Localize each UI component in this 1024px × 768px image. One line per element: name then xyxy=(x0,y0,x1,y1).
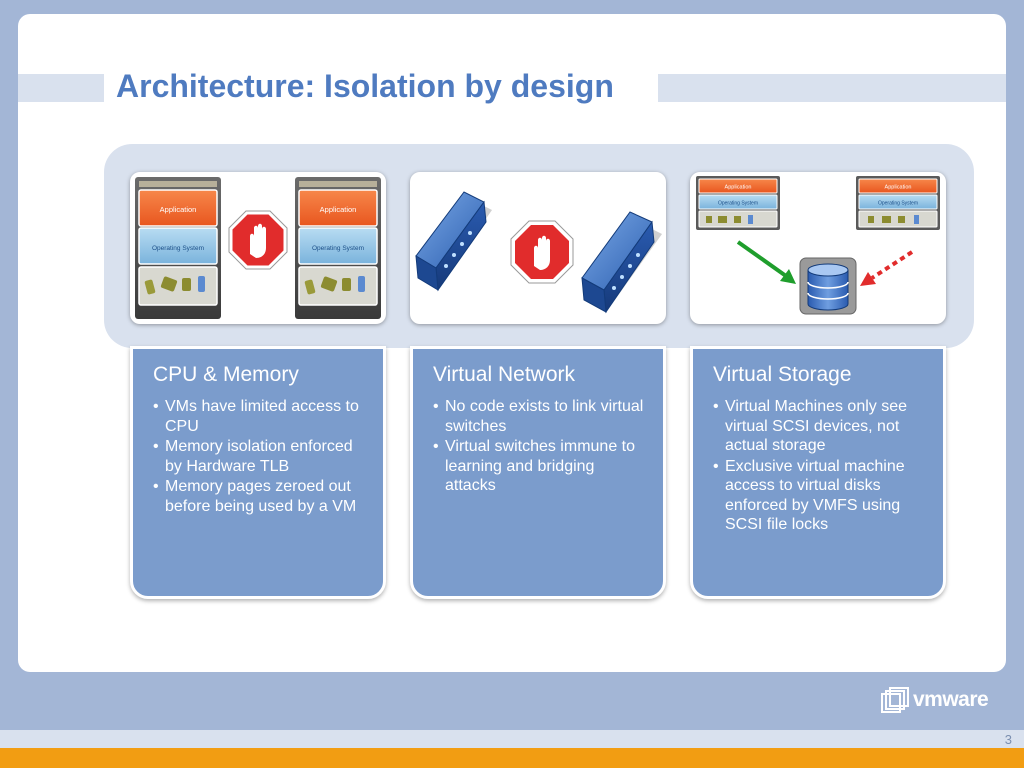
cpu-memory-bullets: VMs have limited access to CPU Memory is… xyxy=(153,397,367,516)
vm-stack-right: Application Operating System xyxy=(295,177,381,319)
virtual-switch-left-icon xyxy=(415,191,492,292)
page-number: 3 xyxy=(1004,732,1012,747)
os-label-right: Operating System xyxy=(312,245,364,252)
vmware-logo-text: vmware xyxy=(913,688,989,711)
os-label-small-right: Operating System xyxy=(878,201,918,207)
virtual-network-diagram xyxy=(410,172,666,324)
virtual-storage-diagram: Application Operating System Application… xyxy=(690,172,946,324)
bullet-item: Virtual Machines only see virtual SCSI d… xyxy=(713,397,927,456)
denied-access-arrow xyxy=(860,250,914,286)
virtual-network-panel: Virtual Network No code exists to link v… xyxy=(410,346,666,599)
title-band-left xyxy=(18,74,104,102)
vm-stack-small-left: Application Operating System xyxy=(696,176,780,230)
app-label-small-right: Application xyxy=(885,185,912,191)
database-icon xyxy=(799,257,857,315)
bullet-item: Memory isolation enforced by Hardware TL… xyxy=(153,437,367,476)
vm-stack-left: Application Operating System xyxy=(135,177,221,319)
allowed-access-arrow xyxy=(736,240,796,284)
bullet-item: Exclusive virtual machine access to virt… xyxy=(713,457,927,535)
virtual-storage-heading: Virtual Storage xyxy=(713,363,852,386)
footer-orange-bar xyxy=(0,748,1024,768)
vmware-logo-icon xyxy=(881,687,909,713)
bullet-item: VMs have limited access to CPU xyxy=(153,397,367,436)
bullet-item: Virtual switches immune to learning and … xyxy=(433,437,647,496)
virtual-switch-right-icon xyxy=(581,211,662,314)
cpu-memory-diagram: Application Operating System Application… xyxy=(130,172,386,324)
bullet-item: No code exists to link virtual switches xyxy=(433,397,647,436)
app-label-small-left: Application xyxy=(725,185,752,191)
app-label-left: Application xyxy=(160,205,197,214)
cpu-memory-panel: CPU & Memory VMs have limited access to … xyxy=(130,346,386,599)
slide-title: Architecture: Isolation by design xyxy=(116,68,614,104)
bullet-item: Memory pages zeroed out before being use… xyxy=(153,477,367,516)
os-label-left: Operating System xyxy=(152,245,204,252)
virtual-storage-panel: Virtual Storage Virtual Machines only se… xyxy=(690,346,946,599)
os-label-small-left: Operating System xyxy=(718,201,758,207)
cpu-memory-heading: CPU & Memory xyxy=(153,363,299,386)
app-label-right: Application xyxy=(320,205,357,214)
footer-stripe xyxy=(0,730,1024,748)
vmware-logo: vmware xyxy=(880,686,1000,716)
vm-stack-small-right: Application Operating System xyxy=(856,176,940,230)
stop-sign-icon xyxy=(228,210,288,270)
virtual-network-bullets: No code exists to link virtual switches … xyxy=(433,397,647,496)
title-band-right xyxy=(658,74,1006,102)
virtual-storage-bullets: Virtual Machines only see virtual SCSI d… xyxy=(713,397,927,535)
virtual-network-heading: Virtual Network xyxy=(433,363,575,386)
stop-sign-icon xyxy=(510,220,574,284)
